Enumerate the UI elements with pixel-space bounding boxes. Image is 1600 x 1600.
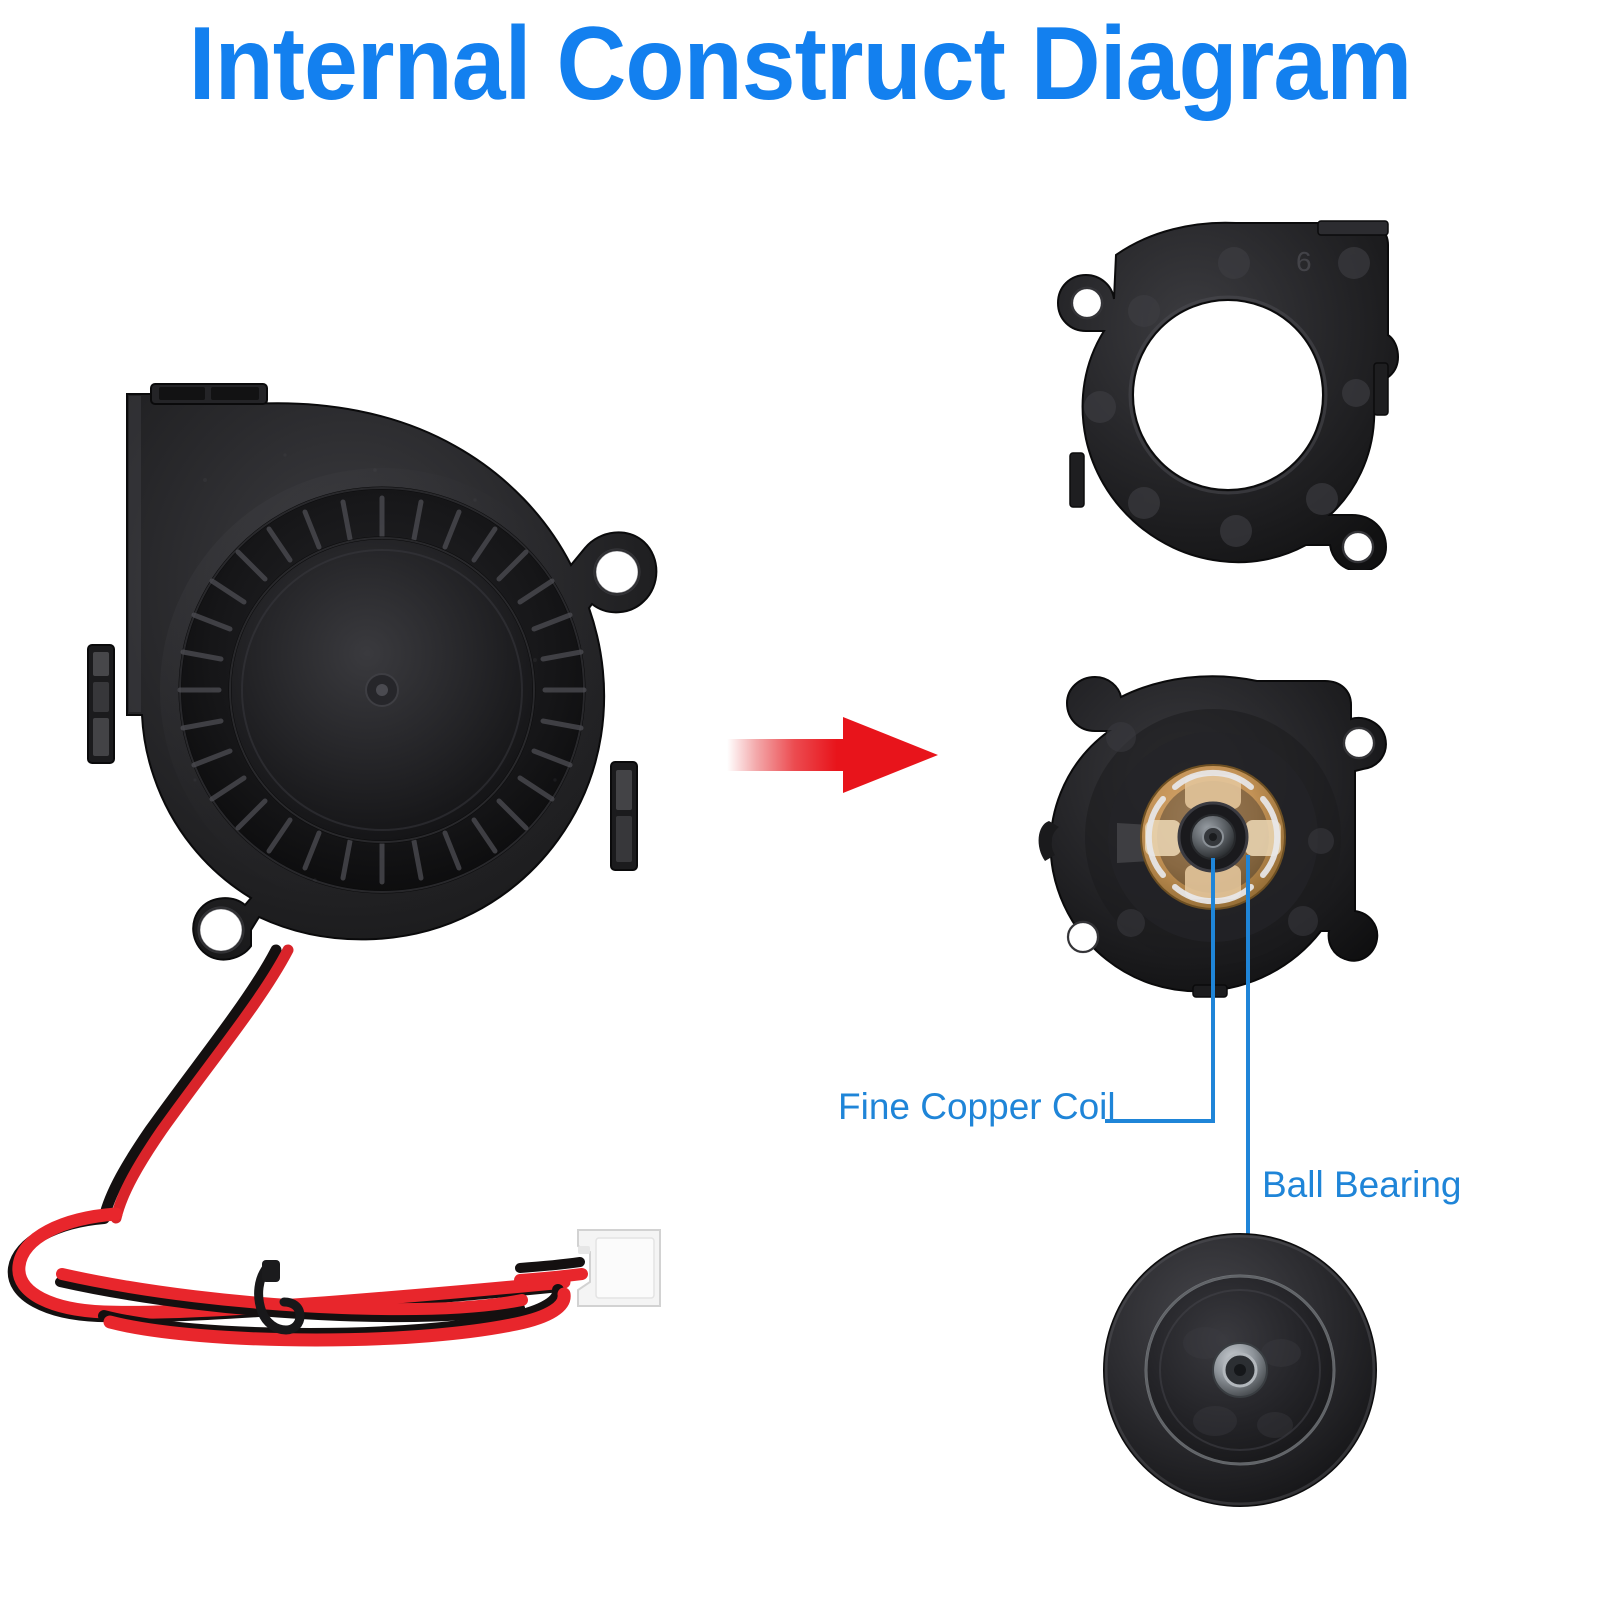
housing-left-edge-highlight [129, 396, 141, 712]
cover-top-lip [1317, 220, 1389, 236]
motor-mounting-hole-top-right-ring [1342, 726, 1376, 760]
mounting-hole-bottom-left-ring [197, 906, 245, 954]
motor-molded-bosses [1106, 722, 1334, 937]
mounting-hole-top-right-ring [593, 548, 641, 596]
red-wire-loop-outer [12, 1207, 571, 1319]
motor-mounting-hole-bottom-left-ring [1066, 920, 1100, 954]
arrow-right-icon [727, 717, 938, 793]
red-wire-cross [56, 1268, 528, 1316]
impeller-hub-rim [229, 537, 535, 843]
wire-harness-icon [7, 944, 661, 1347]
motor-bottom-tab [1192, 984, 1228, 998]
rotor-inner-ring-shine [1144, 1274, 1336, 1466]
ball-bearing-detail-part [1095, 1225, 1385, 1515]
housing-texture [193, 453, 557, 882]
cable-tie [254, 1260, 305, 1335]
motor-stator-part [1025, 675, 1420, 1015]
air-outlet-slot-right [211, 387, 259, 400]
housing-cover-icon: 6 [1056, 220, 1400, 573]
rotor-inner-ring-2 [1159, 1289, 1321, 1451]
molded-bosses [1084, 247, 1370, 547]
power-lead-wires [0, 930, 720, 1350]
motor-shaft-center [1209, 833, 1217, 841]
side-clip-right [610, 761, 638, 871]
cover-side-clip-right [1373, 362, 1389, 416]
main-blower-fan [55, 360, 675, 980]
blower-fan-icon [87, 383, 658, 961]
mounting-hole-top-left-ring [1070, 286, 1104, 320]
impeller-blades [177, 495, 587, 885]
mold-mark-6: 6 [1296, 246, 1312, 277]
cover-side-clip-left [1069, 452, 1085, 508]
rotor-disc-rim-highlight [1104, 1234, 1376, 1506]
black-wire-cross [55, 1277, 525, 1323]
housing-cover-part: 6 [1030, 215, 1420, 573]
black-wire-to-connector [515, 1257, 585, 1273]
annotation-label-fine-copper-coil: Fine Copper Coil [838, 1086, 1116, 1127]
annotation-label-ball-bearing: Ball Bearing [1262, 1164, 1462, 1205]
mounting-hole-bottom-right-ring [1341, 530, 1375, 564]
air-outlet-slot-left [159, 387, 205, 400]
arrow-shape [727, 717, 938, 793]
red-wire-descent [110, 944, 294, 1224]
page-title: Internal Construct Diagram [188, 6, 1413, 122]
red-wire-to-connector [514, 1268, 588, 1286]
leader-line-ball-bearing-vertical [1246, 855, 1250, 1375]
leader-line-fine-copper-coil-horizontal [1105, 1119, 1215, 1123]
exploded-view-arrow [725, 695, 940, 815]
impeller-hub-inner-ring [241, 549, 523, 831]
center-intake-opening [1132, 299, 1324, 491]
leader-line-fine-copper-coil-vertical [1211, 858, 1215, 1123]
center-shaft-point [376, 684, 388, 696]
rotor-magnet-shading [1183, 1327, 1301, 1438]
red-wire-loop-lower [103, 1287, 571, 1347]
intake-rim-highlight [1128, 295, 1328, 495]
jst-connector [577, 1229, 661, 1307]
bearing-shaft-bore [1234, 1364, 1246, 1376]
motor-stator-icon [1038, 675, 1387, 998]
motor-side-clip-left [1038, 821, 1059, 861]
black-wire-descent [98, 944, 282, 1224]
ball-bearing-icon [1103, 1233, 1377, 1507]
side-clip-left [87, 644, 115, 764]
